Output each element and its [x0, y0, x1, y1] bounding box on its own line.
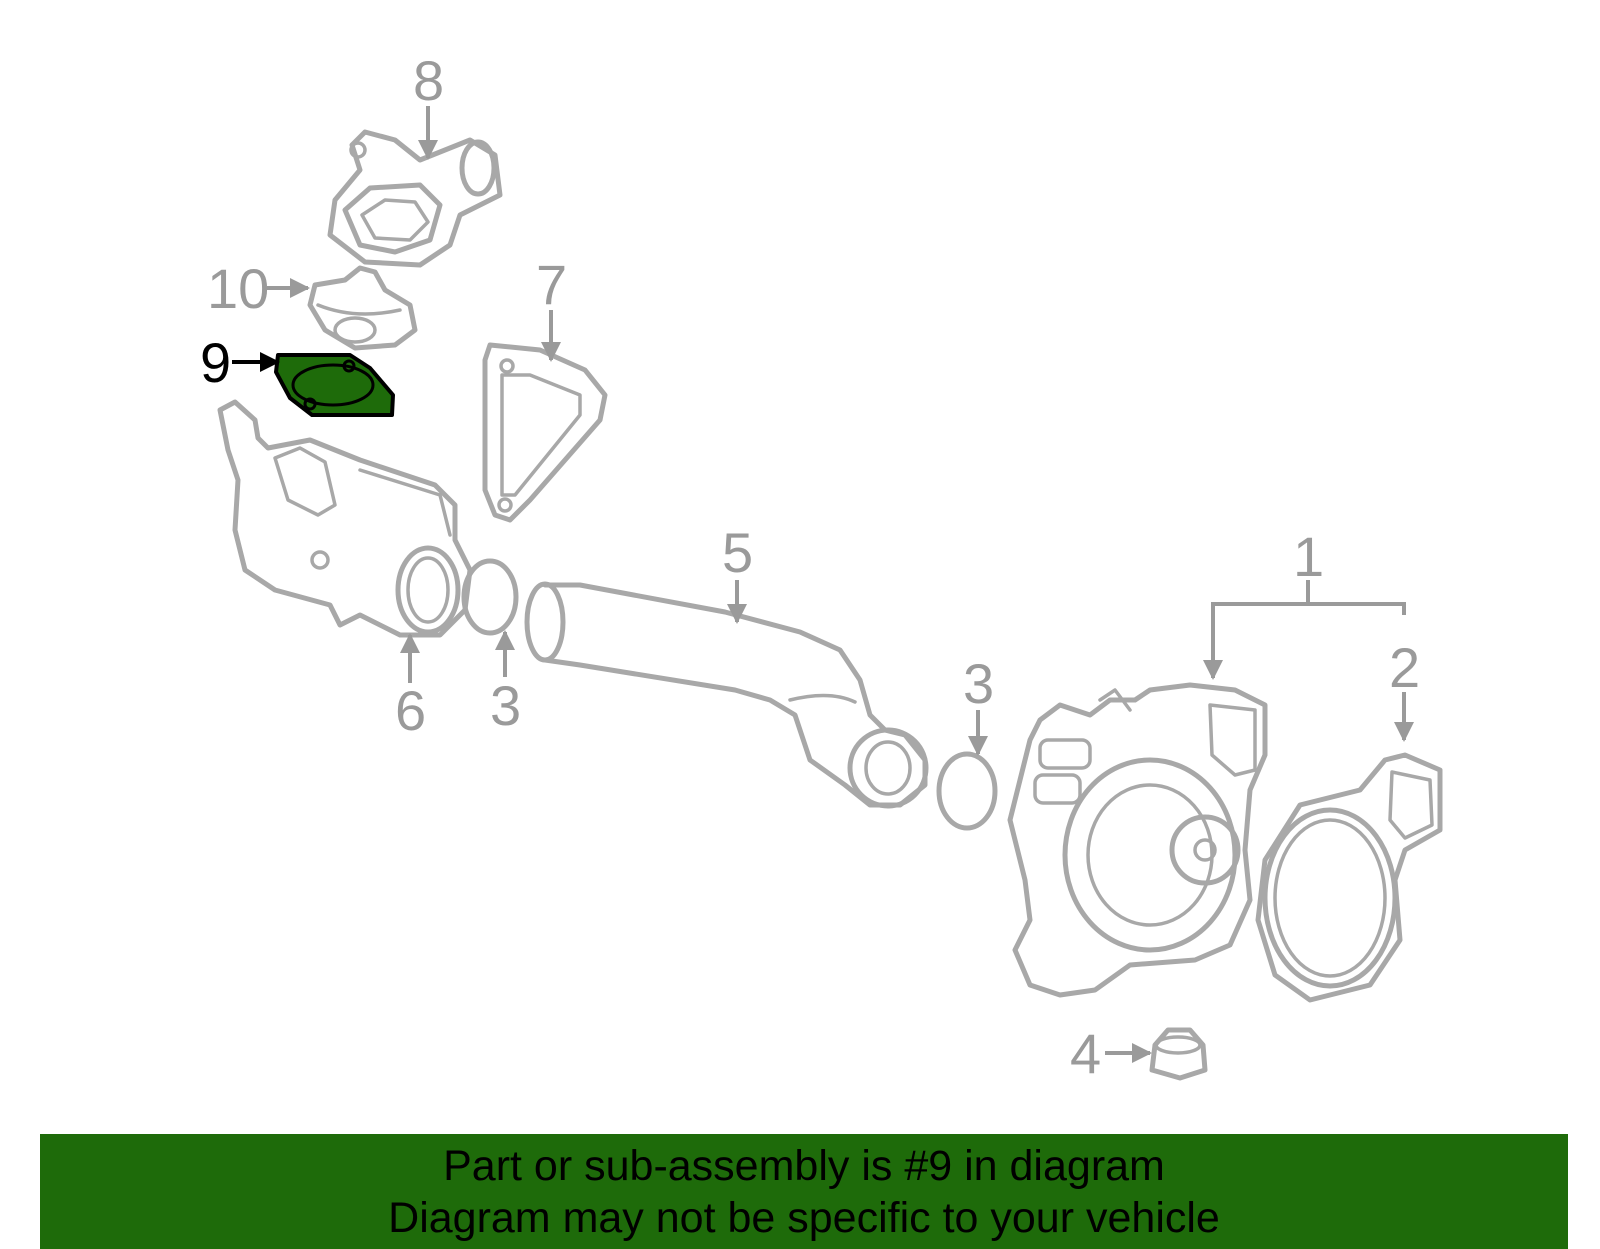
- callout-1: 1: [1293, 525, 1324, 588]
- callout-3-right: 3: [963, 652, 994, 715]
- callout-6: 6: [395, 679, 426, 742]
- callout-4: 4: [1070, 1022, 1101, 1085]
- callout-3-left: 3: [490, 674, 521, 737]
- part-7-gasket[interactable]: [482, 342, 608, 523]
- banner-line-1: Part or sub-assembly is #9 in diagram: [443, 1142, 1165, 1190]
- banner-line-2: Diagram may not be specific to your vehi…: [388, 1194, 1220, 1242]
- callout-5: 5: [722, 521, 753, 584]
- callout-2: 2: [1389, 636, 1420, 699]
- part-10-thermostat[interactable]: [307, 265, 418, 351]
- callout-10: 10: [207, 257, 269, 320]
- part-6-housing[interactable]: [217, 399, 473, 638]
- part-9-gasket[interactable]: [274, 353, 395, 417]
- part-2-gasket[interactable]: [1255, 752, 1443, 1003]
- callout-9: 9: [200, 331, 231, 394]
- part-1-water-pump[interactable]: [1007, 682, 1268, 998]
- info-banner: Part or sub-assembly is #9 in diagram Di…: [40, 1134, 1568, 1249]
- leader-lines: [232, 106, 1414, 1063]
- callout-8: 8: [413, 49, 444, 112]
- part-5-hose[interactable]: [524, 581, 929, 809]
- callout-7: 7: [536, 253, 567, 316]
- part-3-o-ring-right[interactable]: [936, 751, 998, 831]
- part-4-plug[interactable]: [1149, 1027, 1208, 1081]
- part-3-o-ring-left[interactable]: [461, 558, 519, 636]
- part-8-thermostat-housing[interactable]: [327, 129, 503, 268]
